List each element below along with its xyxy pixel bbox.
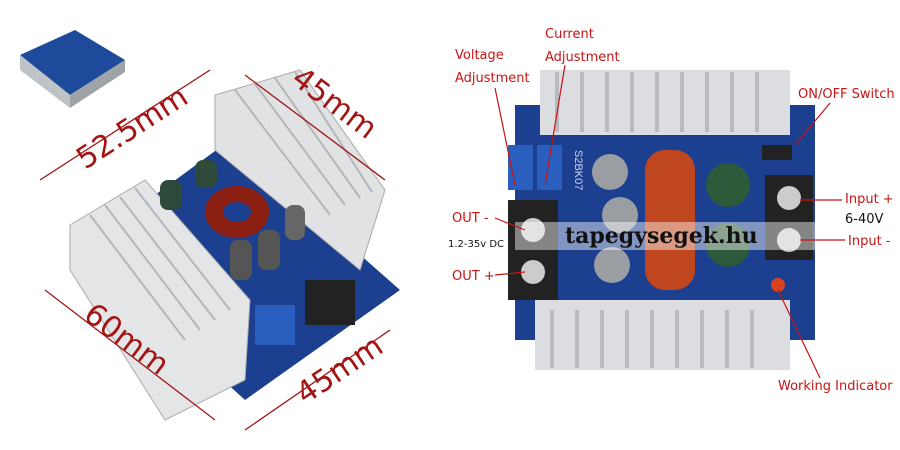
voltage-adjustment-label-2: Adjustment [455, 71, 530, 86]
thumbnail-image [20, 30, 125, 108]
voltage-adjustment-label-1: Voltage [455, 48, 504, 63]
current-adjustment-label-1: Current [545, 27, 594, 42]
input-plus-label: Input + [845, 192, 894, 207]
watermark: tapegysegek.hu [565, 223, 758, 249]
working-indicator-label: Working Indicator [778, 379, 893, 394]
out-minus-label: OUT - [452, 211, 489, 226]
left-board-photo [69, 69, 400, 421]
current-adjustment-label-2: Adjustment [545, 50, 620, 65]
board-marking: S2BK07 [572, 150, 584, 190]
out-plus-label: OUT + [452, 269, 495, 284]
label-pointers [494, 64, 845, 379]
input-minus-label: Input - [848, 234, 891, 249]
on-off-switch-label: ON/OFF Switch [798, 87, 895, 102]
input-range-label: 6-40V [845, 212, 884, 227]
right-board-photo: S2BK07 [508, 70, 815, 370]
dimension-lines [39, 69, 391, 431]
output-range-label: 1.2-35v DC [448, 239, 504, 250]
